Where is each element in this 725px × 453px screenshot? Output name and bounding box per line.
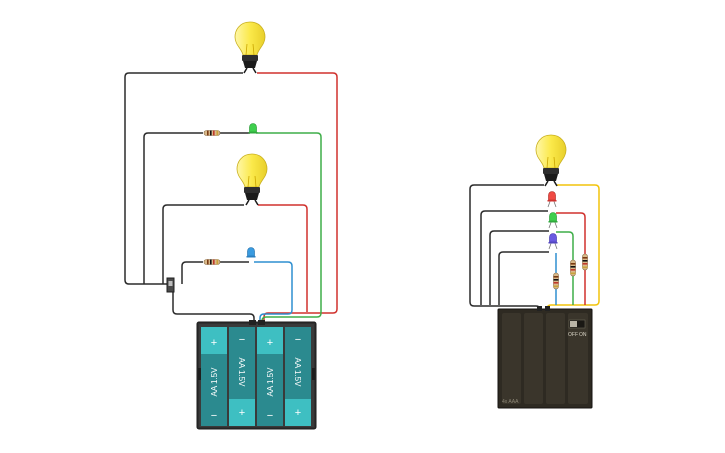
red-led-icon[interactable] [547,191,557,208]
negative-terminal-label: − [295,334,301,346]
blue-led-icon[interactable] [548,233,558,250]
right-circuit: OFF ON 4x AAA [469,134,600,409]
left-blue-wire[interactable] [254,261,293,325]
battery-pack-label: 4x AAA [502,399,519,405]
right-yellow-wire[interactable] [546,184,600,310]
left-green-wire[interactable] [256,132,322,325]
switch-on-label: ON [579,332,587,338]
right-green-wire[interactable] [556,231,574,305]
battery-pack-4xAAA[interactable] [497,306,593,409]
positive-terminal-label: + [211,337,217,349]
green-led-icon[interactable] [548,212,558,229]
negative-terminal-label: − [211,410,217,422]
left-red-wires[interactable] [257,72,338,325]
negative-terminal-label: − [239,334,245,346]
battery-clip [312,368,315,380]
switch-off-label: OFF [568,332,578,338]
resistor-icon[interactable] [203,130,221,136]
positive-terminal-label: + [295,407,301,419]
resistor-icon[interactable] [203,259,221,265]
positive-terminal-label: + [239,407,245,419]
green-led-icon[interactable] [248,123,258,134]
battery-cell: + AA 1.5V − [201,327,227,426]
left-slide-switch[interactable] [166,277,175,293]
battery-cell-label: AA 1.5V [210,367,219,397]
negative-terminal-label: − [267,410,273,422]
resistor-icon[interactable] [570,259,576,277]
blue-led-icon[interactable] [246,247,256,258]
resistor-icon[interactable] [553,272,559,290]
battery-cell-label: AA 1.5V [237,358,246,388]
left-black-wires[interactable] [124,72,255,325]
right-black-wires[interactable] [469,184,549,311]
light-bulb-icon[interactable] [236,153,268,206]
light-bulb-icon[interactable] [234,21,266,74]
battery-cell-label: AA 1.5V [293,358,302,388]
positive-terminal-label: + [267,337,273,349]
resistor-icon[interactable] [582,253,588,271]
right-red-wire[interactable] [556,212,586,305]
battery-cell: + AA 1.5V − [257,327,283,426]
battery-power-switch[interactable] [568,319,586,329]
battery-clip [198,368,201,380]
battery-cell-label: AA 1.5V [266,367,275,397]
light-bulb-icon[interactable] [535,134,567,187]
battery-cell: − AA 1.5V + [229,327,255,426]
battery-cell: − AA 1.5V + [285,327,311,426]
left-led-leads [220,132,250,263]
left-circuit: + AA 1.5V − − AA 1.5V + + AA 1.5V − − AA… [124,21,338,430]
